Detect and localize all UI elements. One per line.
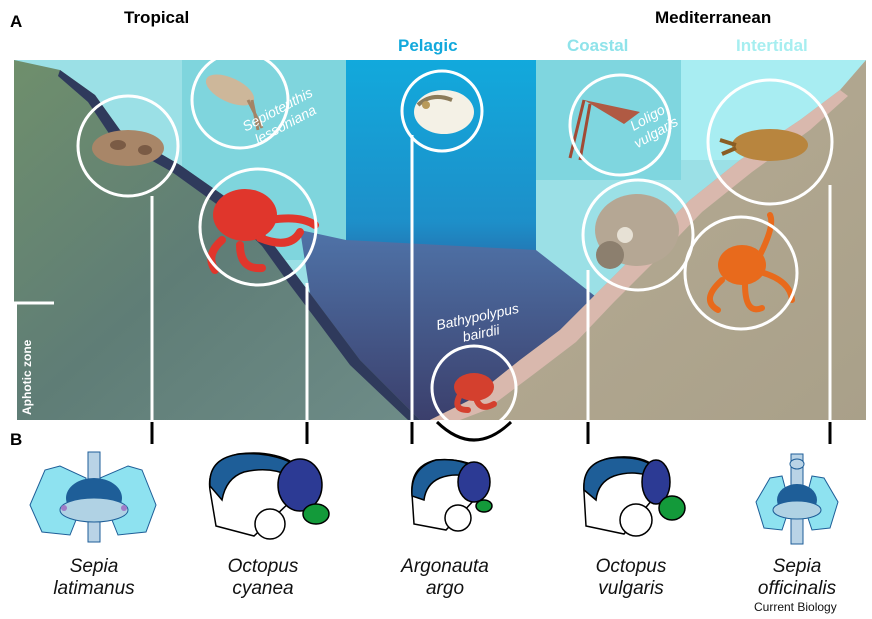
brain-sepia-latimanus — [30, 452, 156, 542]
sepia-latimanus-image — [92, 130, 164, 166]
species-argonauta-argo: Argonauta argo — [375, 556, 515, 600]
brain-diagrams — [0, 446, 872, 556]
brain-argonauta-argo — [412, 460, 492, 531]
brain-sepia-officinalis — [756, 454, 838, 544]
brain-octopus-vulgaris — [584, 457, 685, 536]
habitat-scene — [0, 0, 872, 460]
brain-octopus-cyanea — [210, 453, 329, 539]
journal-credit: Current Biology — [754, 600, 837, 614]
argonauta-image — [414, 90, 474, 134]
species-octopus-cyanea: Octopus cyanea — [193, 556, 333, 600]
species-octopus-vulgaris: Octopus vulgaris — [561, 556, 701, 600]
species-sepia-latimanus: Sepia latimanus — [24, 556, 164, 600]
aphotic-zone-label: Aphotic zone — [20, 340, 34, 415]
species-sepia-officinalis: Sepia officinalis — [727, 556, 867, 600]
